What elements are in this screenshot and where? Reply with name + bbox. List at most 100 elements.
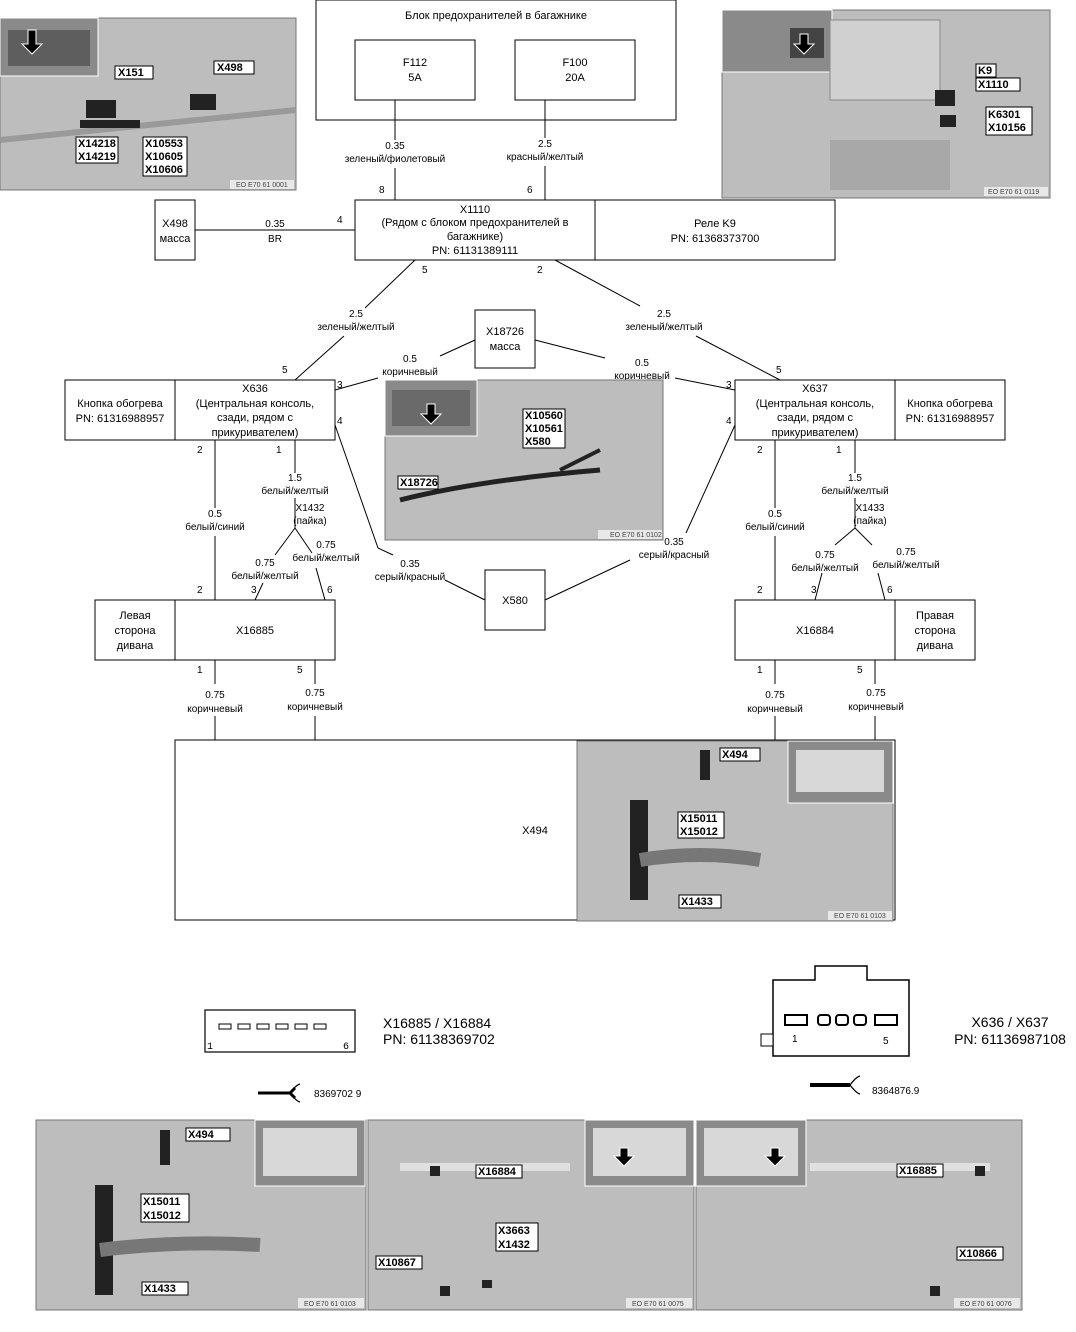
wire-label: серый/красный [639, 550, 709, 561]
wire-label: 0.35 [385, 141, 405, 152]
photo-caption: EO E70 61 0076 [960, 1301, 1012, 1308]
tag: X494 [188, 1129, 215, 1141]
svg-text:Правая: Правая [916, 610, 954, 622]
pin-number: 1 [836, 445, 842, 456]
svg-text:PN: 61316988957: PN: 61316988957 [76, 413, 165, 425]
svg-text:дивана: дивана [917, 640, 954, 652]
wire-label: белый/синий [185, 521, 245, 533]
part-code: 8364876.9 [872, 1086, 920, 1097]
tag: X10156 [988, 122, 1026, 134]
wire-label: белый/желтый [791, 562, 858, 574]
wire-label: коричневый [287, 702, 343, 713]
tag: X14219 [78, 151, 116, 163]
svg-text:X16885: X16885 [236, 625, 274, 637]
splice-x1433: (пайка) [853, 516, 886, 527]
tag: X10553 [145, 138, 183, 150]
wire-label: серый/красный [375, 572, 445, 583]
svg-text:PN: 61316988957: PN: 61316988957 [906, 413, 995, 425]
wire-label: 0.75 [316, 540, 336, 551]
tag: X15011 [680, 813, 717, 825]
wire-label: зеленый/фиолетовый [345, 153, 446, 165]
pin-number: 3 [811, 585, 817, 596]
connector-x637: X637 [802, 383, 828, 395]
fuse-f100-rating: 20A [565, 72, 585, 84]
connector-face-console: 1 5 [760, 965, 910, 1057]
photo-caption: EO E70 61 0103 [304, 1301, 356, 1308]
wire-label: коричневый [382, 367, 438, 378]
svg-text:багажнике): багажнике) [447, 231, 503, 243]
heating-button-right: X637 (Центральная консоль, сзади, рядом … [734, 379, 1006, 441]
svg-text:(Центральная консоль,: (Центральная консоль, [196, 398, 314, 410]
wire-label: 0.35 [400, 559, 420, 570]
tag: X15011 [143, 1196, 180, 1208]
splice-x1432: X1432 [296, 503, 325, 514]
wire-label: 0.5 [403, 354, 417, 365]
pin-number: 1 [276, 445, 282, 456]
tag: X10866 [959, 1248, 997, 1260]
tag: X1432 [498, 1239, 530, 1251]
tag: X15012 [143, 1210, 181, 1222]
tag: X14218 [78, 138, 116, 150]
pin-number: 3 [251, 585, 257, 596]
heating-button-left: Кнопка обогрева PN: 61316988957 X636 (Це… [64, 379, 336, 441]
pin-number: 1 [197, 665, 203, 676]
pin-number: 2 [197, 445, 203, 456]
wire-label: 2.5 [657, 309, 671, 320]
wire-label: 0.35 [664, 537, 684, 548]
svg-text:сторона: сторона [115, 625, 157, 637]
wire-label: коричневый [614, 371, 670, 382]
wire-label: 0.75 [255, 558, 275, 569]
pin-number: 2 [757, 585, 763, 596]
wire-label: 0.75 [896, 547, 916, 558]
pin-number: 6 [527, 185, 533, 196]
relay-k9-name: Реле K9 [694, 218, 736, 230]
pin-number: 2 [197, 585, 203, 596]
pin-number: 4 [726, 416, 732, 427]
svg-text:прикуривателем): прикуривателем) [772, 427, 859, 439]
svg-text:прикуривателем): прикуривателем) [212, 427, 299, 439]
tag: X1433 [144, 1283, 176, 1295]
svg-text:X494: X494 [522, 825, 548, 837]
wire-label: красный/желтый [507, 152, 584, 163]
tag: K9 [978, 65, 992, 77]
connector-x580: X580 [484, 569, 546, 631]
pin-number: 6 [327, 585, 333, 596]
tag: X3663 [498, 1225, 530, 1237]
wire-label: BR [268, 234, 282, 245]
tag: X494 [722, 749, 749, 761]
fuse-block-title: Блок предохранителей в багажнике [405, 10, 587, 22]
photo-console: X10560 X10561 X580 X18726 EO E70 61 0102 [384, 379, 664, 541]
wire-label: белый/желтый [261, 485, 328, 497]
pin-number: 5 [422, 265, 428, 276]
tag: X16884 [478, 1166, 517, 1178]
svg-text:X580: X580 [502, 595, 528, 607]
wire-label: зеленый/желтый [625, 322, 702, 333]
svg-text:(Центральная консоль,: (Центральная консоль, [756, 398, 874, 410]
pin-number: 5 [776, 365, 782, 376]
pin-number: 1 [792, 1034, 798, 1045]
wire-label: 0.75 [205, 690, 225, 701]
fuse-f100-id: F100 [562, 57, 587, 69]
tag: X18726 [400, 477, 438, 489]
wire-label: белый/желтый [821, 485, 888, 497]
connector-console-name: X636 / X637 [971, 1014, 1048, 1030]
svg-text:сзади, рядом с: сзади, рядом с [217, 412, 293, 424]
svg-text:X498: X498 [162, 218, 188, 230]
pin-number: 1 [757, 665, 763, 676]
tag: X16885 [899, 1165, 937, 1177]
relay-k9-pn: PN: 61368373700 [671, 233, 760, 245]
tag: X10561 [525, 423, 563, 435]
wire-label: коричневый [187, 704, 243, 715]
wire-label: 0.75 [815, 550, 835, 561]
wire-label: 1.5 [288, 473, 302, 484]
svg-text:Левая: Левая [119, 610, 150, 622]
fuse-block: Блок предохранителей в багажнике F112 5A… [315, 0, 677, 121]
wire-label: коричневый [848, 702, 904, 713]
photo-caption: EO E70 61 0103 [834, 913, 886, 920]
pin-number: 4 [337, 416, 343, 427]
wire-label: 2.5 [349, 309, 363, 320]
connector-console-pn: PN: 61136987108 [954, 1031, 1066, 1047]
svg-text:дивана: дивана [117, 640, 154, 652]
